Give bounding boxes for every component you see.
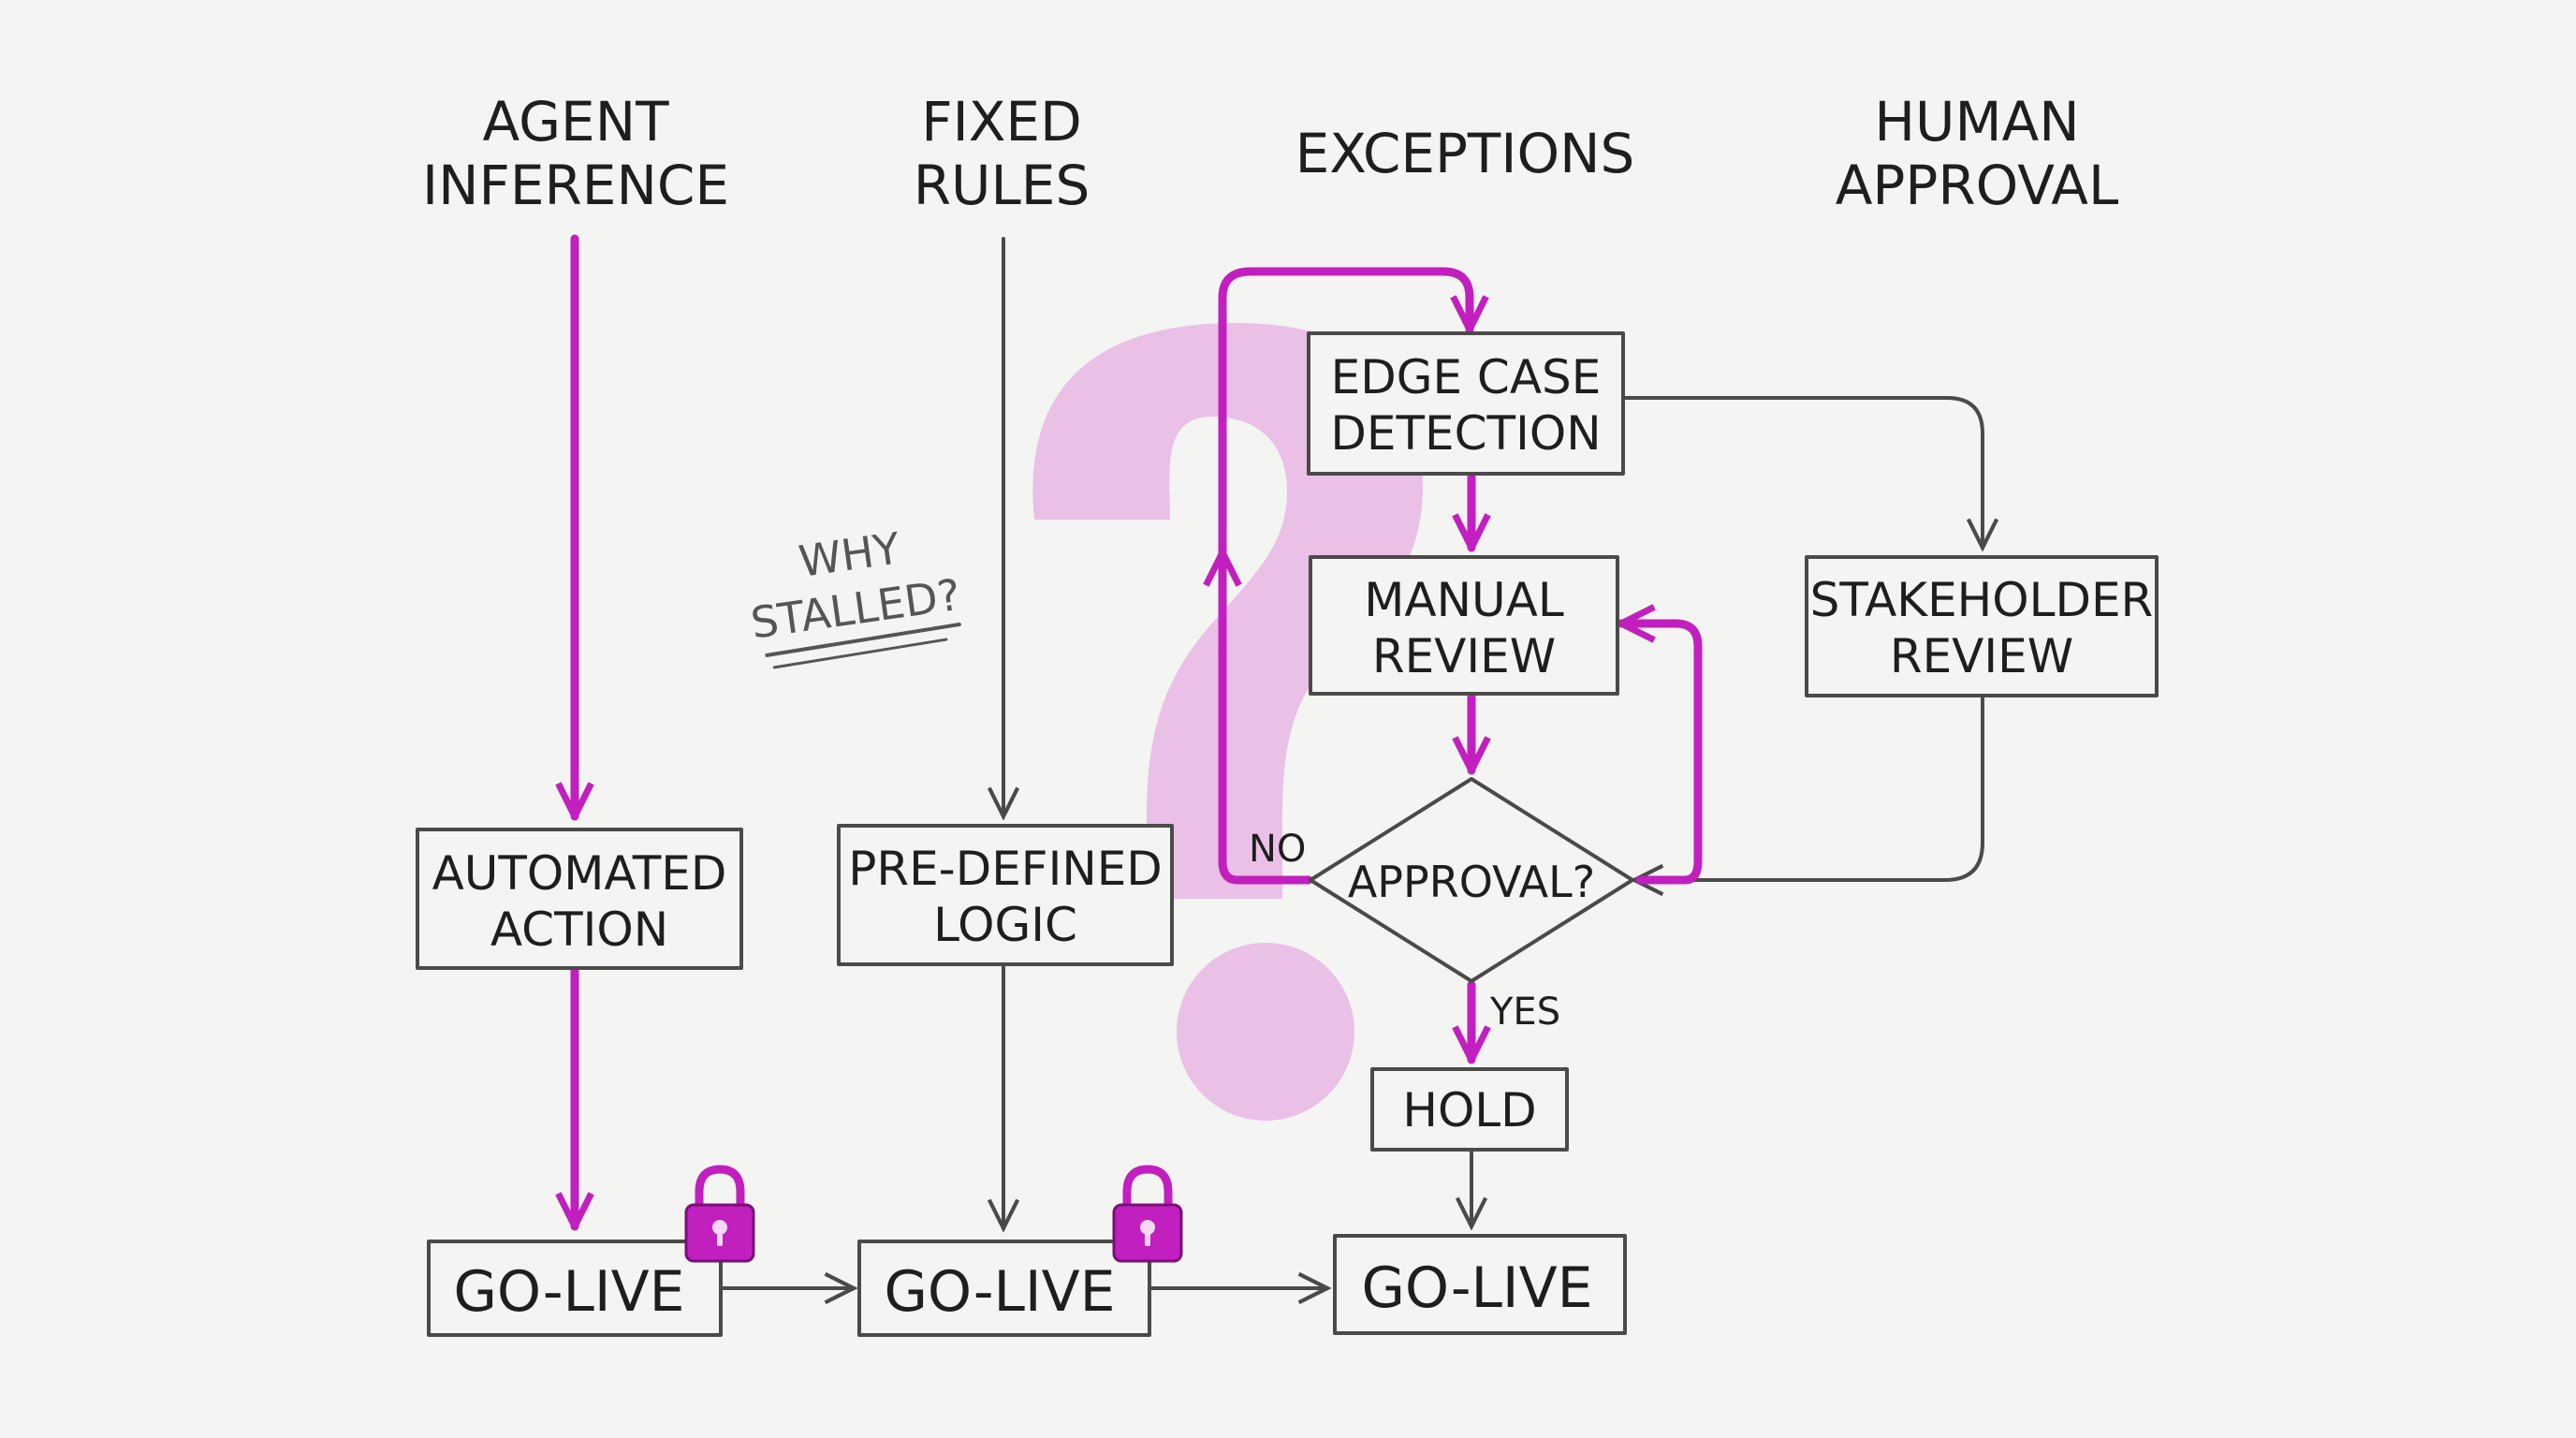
edge-case-detection-label-2: DETECTION <box>1330 406 1601 461</box>
connector-approval-no-loop <box>1218 267 1489 885</box>
pre-defined-logic-box <box>837 824 1174 966</box>
header-human-approval-line2: APPROVAL <box>1836 154 2119 217</box>
edge-label-no: NO <box>1249 828 1306 871</box>
connector-stakeholder-to-approval <box>1634 696 1984 880</box>
go-live-label-2: GO-LIVE <box>884 1259 1115 1325</box>
edge-case-detection-label-1: EDGE CASE <box>1331 350 1602 404</box>
edge-label-yes: YES <box>1489 990 1560 1034</box>
go-live-box-3 <box>1333 1234 1627 1335</box>
approval-label: APPROVAL? <box>1348 857 1595 907</box>
automated-action-label-2: ACTION <box>490 902 668 957</box>
header-exceptions: EXCEPTIONS <box>1295 122 1635 185</box>
go-live-box-1 <box>427 1240 723 1337</box>
connector-approval-to-manual-loop <box>1617 604 1703 885</box>
hold-label: HOLD <box>1402 1083 1536 1137</box>
annotation-underline-2 <box>772 638 948 669</box>
approval-diamond <box>1309 777 1634 983</box>
annotation-underline-1 <box>765 622 961 657</box>
go-live-box-2 <box>857 1240 1151 1337</box>
hold-box <box>1370 1067 1569 1152</box>
header-agent-inference-line2: INFERENCE <box>422 154 729 217</box>
go-live-label-1: GO-LIVE <box>453 1259 684 1325</box>
automated-action-label-1: AUTOMATED <box>432 846 727 901</box>
automated-action-box <box>416 828 743 970</box>
go-live-label-3: GO-LIVE <box>1361 1255 1592 1321</box>
highlighted-connectors <box>555 234 1703 1231</box>
lock-icon <box>1112 1165 1183 1263</box>
pre-defined-logic-label-2: LOGIC <box>933 898 1077 952</box>
annotation-line-2: STALLED? <box>748 569 964 649</box>
header-fixed-rules-line2: RULES <box>914 154 1090 217</box>
header-fixed-rules-line1: FIXED <box>921 90 1082 154</box>
header-human-approval-line1: HUMAN <box>1874 90 2079 154</box>
why-stalled-annotation: WHY STALLED? <box>748 522 964 669</box>
manual-review-label-1: MANUAL <box>1364 573 1564 627</box>
gray-connectors <box>721 237 1984 1288</box>
edge-case-detection-box <box>1307 331 1625 476</box>
header-agent-inference-line1: AGENT <box>482 90 669 154</box>
annotation-line-1: WHY <box>796 522 904 587</box>
stakeholder-review-label-1: STAKEHOLDER <box>1810 573 2154 627</box>
lock-icon <box>684 1165 755 1263</box>
manual-review-label-2: REVIEW <box>1372 629 1556 683</box>
stakeholder-review-box <box>1805 555 2159 697</box>
pre-defined-logic-label-1: PRE-DEFINED <box>848 842 1163 896</box>
stakeholder-review-label-2: REVIEW <box>1890 629 2073 683</box>
manual-review-box <box>1309 555 1619 696</box>
connector-edge-to-stakeholder <box>1619 396 1983 548</box>
